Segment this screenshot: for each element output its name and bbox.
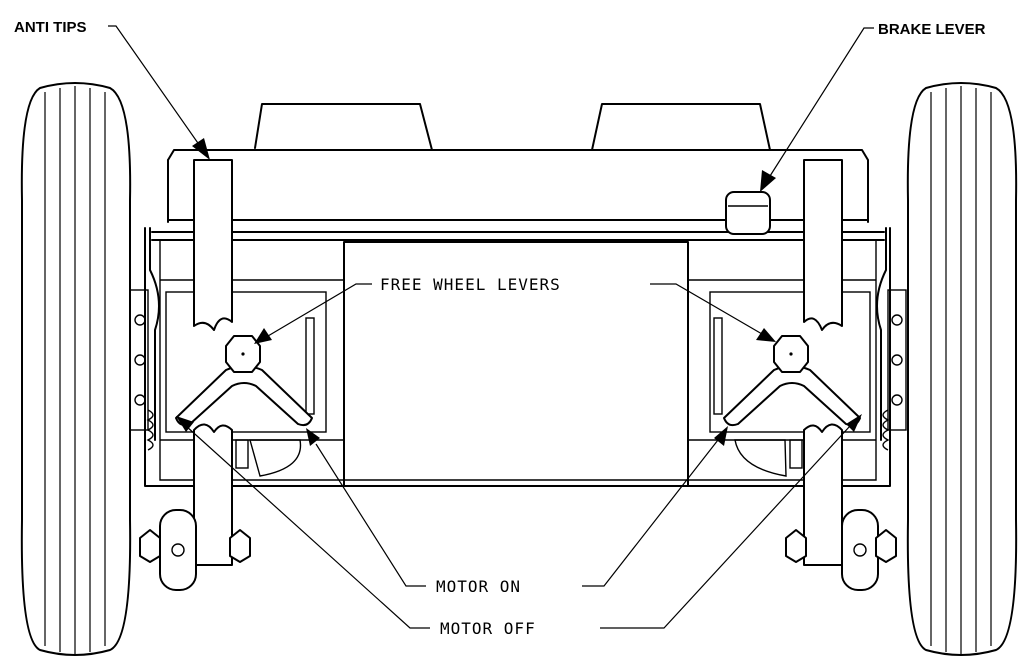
left-suspension — [129, 227, 160, 451]
right-suspension — [876, 227, 907, 451]
anti-tips-label: ANTI TIPS — [14, 19, 87, 36]
motor-on-label: MOTOR ON — [436, 577, 521, 596]
left-wheel — [20, 82, 132, 656]
leader-lines — [108, 25, 874, 629]
right-wheel — [906, 82, 1018, 656]
brake-lever-label: BRAKE LEVER — [878, 21, 986, 38]
left-free-wheel-lever — [175, 335, 313, 427]
battery-housing — [151, 103, 885, 241]
motor-off-label: MOTOR OFF — [440, 619, 536, 638]
right-anti-tip — [785, 159, 897, 591]
brake-lever-knob — [725, 191, 771, 235]
free-wheel-levers-label: FREE WHEEL LEVERS — [380, 275, 561, 294]
frame — [144, 227, 891, 487]
right-free-wheel-lever — [723, 335, 861, 427]
left-anti-tip — [139, 159, 251, 591]
